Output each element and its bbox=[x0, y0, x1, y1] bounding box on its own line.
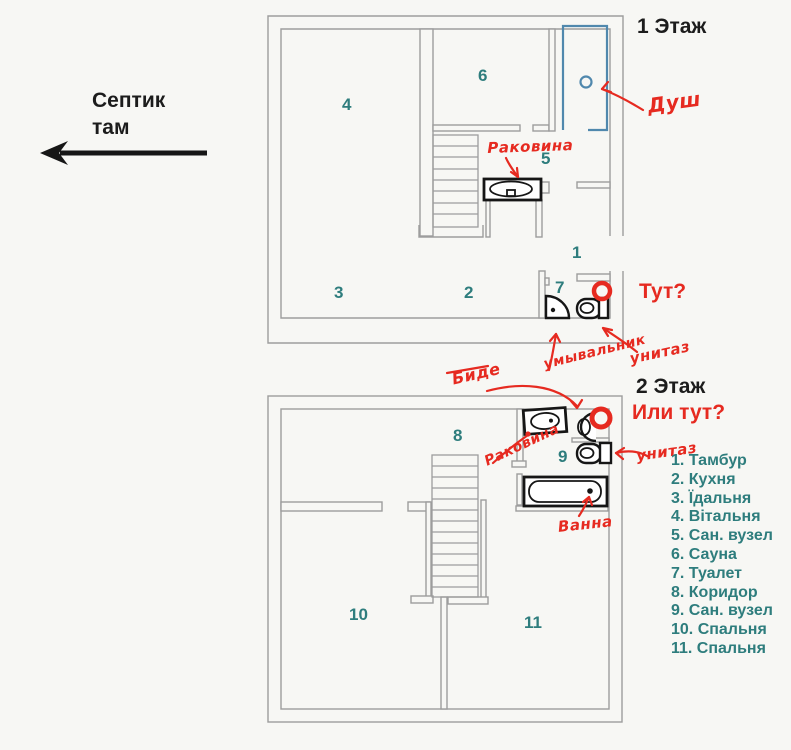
floor2-title: 2 Этаж bbox=[636, 375, 706, 398]
room-label-10: 10 bbox=[349, 605, 368, 624]
floor2-or-here-question: Или тут? bbox=[632, 401, 726, 424]
floor1-here-question: Тут? bbox=[639, 280, 687, 303]
shower-drain-icon bbox=[579, 75, 593, 89]
legend-item-6: 6. Сауна bbox=[671, 545, 737, 563]
room-label-4: 4 bbox=[342, 95, 352, 114]
toilet-arrow bbox=[601, 326, 639, 354]
legend-item-4: 4. Вітальня bbox=[671, 508, 761, 526]
room-label-11: 11 bbox=[524, 613, 542, 632]
legend-item-9: 9. Сан. вузел bbox=[671, 602, 773, 620]
bidet-arrow bbox=[485, 384, 579, 408]
legend-item-8: 8. Коридор bbox=[671, 583, 758, 601]
legend-item-5: 5. Сан. вузел bbox=[671, 527, 773, 545]
floor1-stairs-icon bbox=[432, 134, 479, 228]
floor2-stairs-icon bbox=[431, 454, 479, 598]
septic-note: Септик там bbox=[92, 87, 165, 141]
floor1-washbasin-icon bbox=[544, 294, 571, 320]
floor1-red-circle-marker bbox=[591, 280, 613, 302]
legend-item-3: 3. Їдальня bbox=[671, 489, 752, 507]
septic-line2: там bbox=[92, 116, 130, 139]
room-label-8: 8 bbox=[453, 426, 463, 445]
legend-item-11: 11. Спальня bbox=[671, 639, 766, 657]
floor1-title: 1 Этаж bbox=[637, 15, 707, 38]
washbasin-arrow bbox=[547, 332, 558, 372]
floor1-sink-annotation: Раковина bbox=[487, 135, 574, 157]
room-label-3: 3 bbox=[334, 283, 344, 302]
room-label-9: 9 bbox=[558, 447, 568, 466]
legend-item-2: 2. Кухня bbox=[671, 470, 736, 488]
room-label-5: 5 bbox=[541, 149, 551, 168]
room-label-2: 2 bbox=[464, 283, 474, 302]
floor2-annotation-arrows bbox=[445, 364, 651, 518]
bidet-overline bbox=[445, 364, 490, 375]
floor2-toilet-icon bbox=[575, 441, 613, 465]
floor2-sink-icon bbox=[521, 406, 569, 436]
room-label-1: 1 bbox=[572, 243, 582, 262]
legend-item-10: 10. Спальня bbox=[671, 621, 767, 639]
floor2-bathtub-icon bbox=[522, 475, 609, 508]
septic-line1: Септик bbox=[92, 89, 166, 112]
shower-area-outline bbox=[561, 24, 609, 132]
floor2-red-circle-marker bbox=[589, 406, 613, 430]
floor1-walls bbox=[267, 15, 624, 344]
legend-item-7: 7. Туалет bbox=[671, 564, 743, 582]
room-label-6: 6 bbox=[478, 66, 488, 85]
legend-item-1: 1. Тамбур bbox=[671, 452, 747, 469]
room-label-7: 7 bbox=[555, 278, 565, 297]
floor1-annotation-arrows bbox=[504, 80, 645, 372]
floor1-sink-icon bbox=[482, 177, 543, 202]
septic-arrow-icon bbox=[40, 141, 207, 165]
sink-arrow bbox=[491, 433, 530, 465]
floor2-walls bbox=[267, 395, 623, 723]
room-legend: 1. Тамбур 2. Кухня 3. Їдальня 4. Вітальн… bbox=[671, 452, 773, 659]
